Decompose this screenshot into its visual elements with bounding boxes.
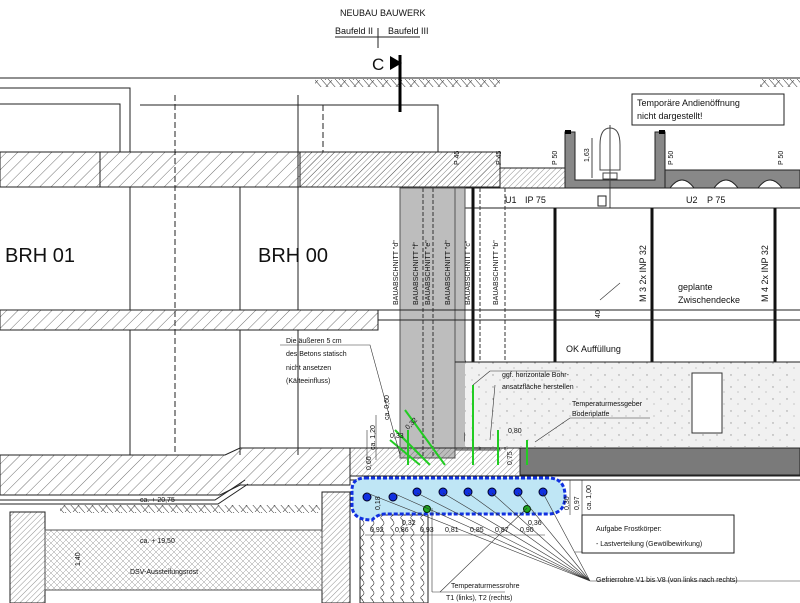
dimension-label: ca. 0,60	[384, 395, 391, 420]
dimension-label: ca. 1,00	[586, 485, 593, 510]
frost-task-box	[581, 514, 735, 554]
level-label: ca. + 19,50	[140, 538, 175, 545]
header-title: NEUBAU BAUWERK	[340, 8, 426, 18]
annotation-text: des Betons statisch	[286, 351, 347, 358]
column-label: M 4 2x INP 32	[760, 245, 770, 302]
bauabschnitt-label: BAUABSCHNITT "f"	[413, 242, 420, 305]
note-line: nicht dargestellt!	[637, 111, 703, 121]
freeze-pipe-v7	[513, 487, 523, 497]
annotation-text: geplante	[678, 282, 713, 292]
dimension-label: 0,32	[402, 520, 416, 527]
annotation-text: Temperaturmessrohre	[451, 583, 520, 590]
profile-label: P 50	[552, 151, 559, 165]
temperature-tube-t2	[523, 505, 531, 513]
level-label: ca. + 20,75	[140, 497, 175, 504]
annotation-text: DSV-Aussteifungsrost	[130, 569, 198, 576]
gray-arch-beam	[664, 169, 800, 189]
column-label: M 3 2x INP 32	[638, 245, 648, 302]
annotation-text: ansatzfläche herstellen	[502, 384, 574, 391]
annotation-text: - Lastverteilung (Gewölbewirkung)	[596, 541, 702, 548]
dimension-label: 1,63	[584, 148, 591, 162]
dimension-label: 0,30	[564, 496, 571, 510]
spacing-label: 0,87	[495, 527, 509, 534]
dimension-label: 0,33	[390, 433, 404, 440]
note-line: Temporäre Andienöffnung	[637, 98, 740, 108]
top-slab	[0, 151, 571, 189]
existing-building-outline	[0, 87, 439, 455]
freeze-pipe-v3	[412, 487, 422, 497]
annotation-text: T1 (links), T2 (rechts)	[446, 595, 512, 602]
dimension-label: 0,18	[375, 496, 382, 510]
beam-band	[450, 187, 800, 209]
dimension-lines	[365, 415, 583, 536]
profile-label: P 50	[668, 151, 675, 165]
dimension-label: 0,80	[508, 428, 522, 435]
annotation-text: ggf. horizontale Bohr-	[502, 372, 570, 379]
spacing-label: 0,85	[470, 527, 484, 534]
right-field-label: Baufeld III	[388, 26, 429, 36]
backfill	[455, 361, 800, 447]
beam-label: U1	[505, 195, 517, 205]
bauabschnitt-label: BAUABSCHNITT "d"	[445, 240, 452, 305]
annotation-text: Zwischendecke	[678, 295, 740, 305]
annotation-text: Die äußeren 5 cm	[286, 338, 342, 345]
profile-label: P 45	[496, 151, 503, 165]
profile-label: P 50	[778, 151, 785, 165]
bauabschnitt-labels: BAUABSCHNITT "d" BAUABSCHNITT "f" BAUABS…	[393, 240, 500, 305]
dimension-label: 40	[595, 310, 602, 318]
spacing-dimensions: 0,92 0,86 0,93 0,81 0,85 0,87 0,90	[370, 527, 534, 534]
dimension-label: 0,97	[574, 496, 581, 510]
dimension-label: ca. 1,20	[370, 425, 377, 450]
freeze-pipes	[362, 487, 548, 513]
middle-slab	[0, 309, 800, 331]
frost-body	[350, 476, 567, 522]
spacing-label: 0,92	[370, 527, 384, 534]
room-label-brh00: BRH 00	[258, 245, 328, 267]
annotation-text: (Kälteeinfluss)	[286, 378, 330, 385]
annotation-text: nicht ansetzen	[286, 365, 331, 372]
level-label: OK Auffüllung	[566, 344, 621, 354]
green-lines	[389, 385, 528, 466]
section-label: C	[372, 55, 384, 74]
bauabschnitt-label: BAUABSCHNITT "e"	[425, 240, 432, 305]
room-label-brh01: BRH 01	[5, 245, 75, 267]
bauabschnitt-label: BAUABSCHNITT "b"	[493, 240, 500, 305]
annotation-text: Gefrierrohre V1 bis V8 (von links nach r…	[596, 577, 738, 584]
annotation-text: Bodenplatte	[572, 411, 609, 418]
spacing-label: 0,81	[445, 527, 459, 534]
freeze-pipe-v5	[463, 487, 473, 497]
profile-label: P 45	[454, 151, 461, 165]
spacing-label: 0,93	[420, 527, 434, 534]
section-marker	[335, 28, 420, 112]
dimension-label: 1,40	[75, 552, 82, 566]
annotation-text: Aufgabe Frostkörper:	[596, 526, 662, 533]
freeze-pipe-v6	[487, 487, 497, 497]
beam-label: P 75	[707, 195, 725, 205]
shaft	[564, 125, 666, 208]
beam-label: IP 75	[525, 195, 546, 205]
freeze-pipe-v8	[538, 487, 548, 497]
bauabschnitt-label: BAUABSCHNITT "d"	[393, 240, 400, 305]
annotation-text: Temperaturmessgeber	[572, 401, 643, 408]
spacing-label: 0,86	[395, 527, 409, 534]
base-slab	[0, 447, 800, 505]
left-field-label: Baufeld II	[335, 26, 373, 36]
dimension-label: 0,60	[366, 456, 373, 470]
dimension-label: 0,75	[507, 451, 514, 465]
lower-structure	[9, 491, 429, 603]
beam-label: U2	[686, 195, 698, 205]
note-box	[631, 93, 785, 126]
leader-lines	[280, 282, 800, 593]
bauabschnitt-label: BAUABSCHNITT "c"	[465, 240, 472, 305]
dimension-label: 0,36	[528, 520, 542, 527]
spacing-label: 0,90	[520, 527, 534, 534]
